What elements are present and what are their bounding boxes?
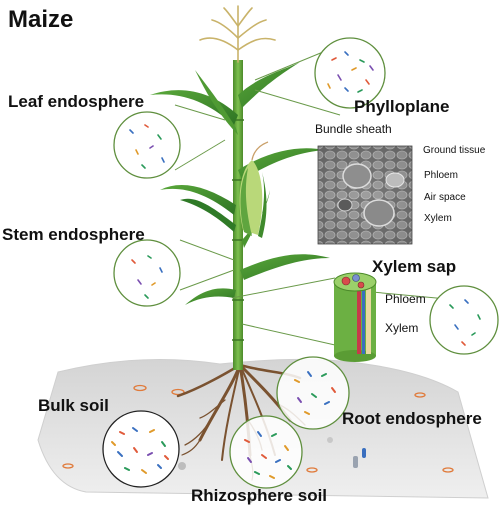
label-bundle-sheath: Bundle sheath bbox=[315, 122, 392, 136]
xylem-micrograph bbox=[317, 145, 413, 245]
leaf-endosphere-circle bbox=[113, 111, 181, 179]
label-bulk-soil: Bulk soil bbox=[38, 396, 109, 415]
label-xylem-section: Xylem bbox=[385, 321, 419, 335]
label-phloem-micrograph: Phloem bbox=[424, 170, 458, 181]
label-leaf-endosphere: Leaf endosphere bbox=[8, 92, 145, 111]
xylem-sap-circle bbox=[429, 285, 499, 355]
tassel bbox=[199, 5, 276, 63]
root-endosphere-circle bbox=[276, 356, 350, 430]
label-ground-tissue: Ground tissue bbox=[423, 145, 486, 156]
soil-particles bbox=[62, 384, 454, 503]
stem-endosphere-circle bbox=[113, 239, 181, 307]
label-phloem-section: Phloem bbox=[385, 292, 426, 306]
maize-stalk bbox=[233, 60, 243, 370]
bulk-soil-circle bbox=[102, 410, 180, 488]
label-xylem-micrograph: Xylem bbox=[424, 213, 452, 224]
stem-cross-section bbox=[333, 272, 377, 362]
label-root-endosphere: Root endosphere bbox=[342, 409, 482, 428]
phylloplane-circle bbox=[314, 37, 386, 109]
label-air-space: Air space bbox=[424, 192, 466, 203]
label-xylem-sap: Xylem sap bbox=[372, 257, 457, 276]
label-phylloplane: Phylloplane bbox=[354, 97, 450, 116]
diagram-title: Maize bbox=[8, 6, 74, 33]
maize-ear bbox=[239, 141, 269, 238]
label-stem-endosphere: Stem endosphere bbox=[2, 225, 145, 244]
rhizosphere-soil-circle bbox=[229, 415, 303, 489]
label-rhizosphere-soil: Rhizosphere soil bbox=[191, 486, 328, 505]
